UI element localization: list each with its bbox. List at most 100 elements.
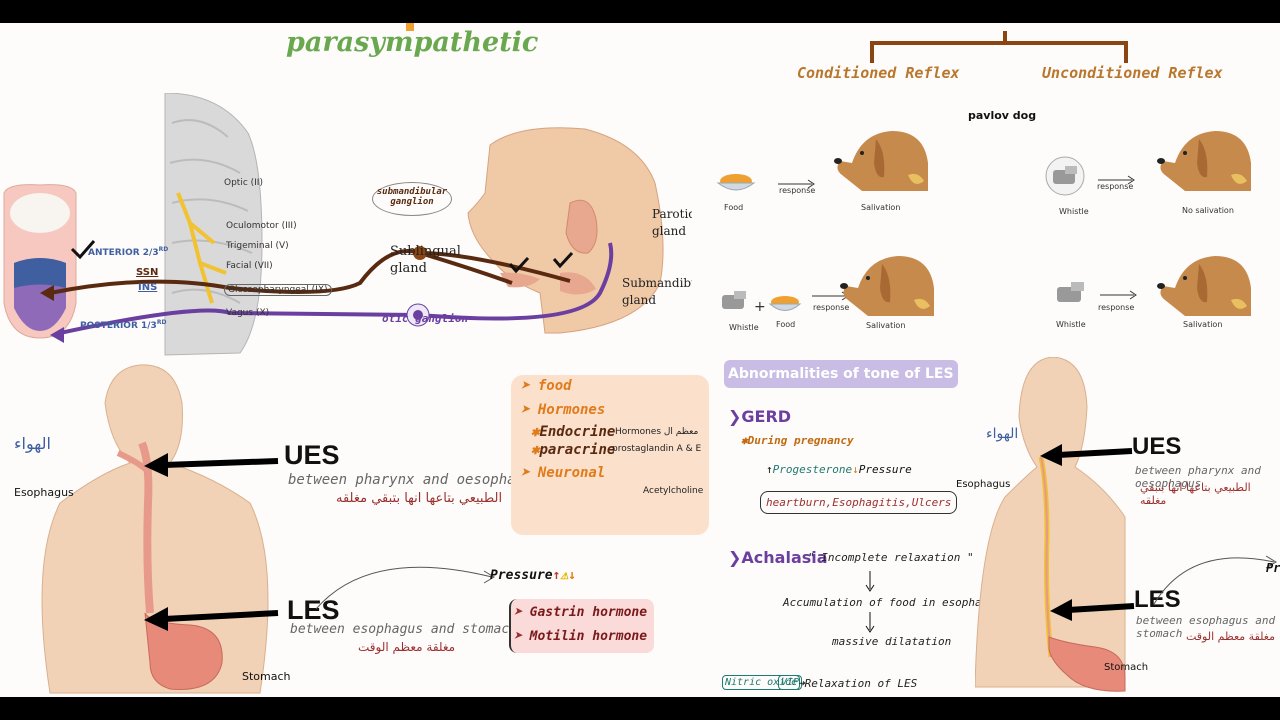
asterisk-icon: ✱ <box>531 442 540 458</box>
control-neuronal-text: Neuronal <box>537 465 606 481</box>
gerd-text: GERD <box>741 407 792 426</box>
esophagus-label-right: Esophagus <box>956 479 1011 490</box>
nerve-vagus: Vagus (X) <box>226 308 270 318</box>
sublingual-gland-label: Sublingual gland <box>390 244 461 276</box>
dilatation-text: massive dilatation <box>832 635 952 648</box>
gastrin-hormone: ➤ Gastrin hormone <box>514 605 647 620</box>
nerve-trigeminal: Trigeminal (V) <box>226 241 289 251</box>
anterior-label: ANTERIOR 2/3RD <box>88 246 168 258</box>
title-marker <box>406 23 414 31</box>
control-paracrine: ✱paracrine <box>531 442 615 458</box>
arrow-right-icon: ➜ <box>798 677 805 690</box>
les-description-right: between esophagus and stomach <box>1136 614 1276 640</box>
nerve-optic: Optic (II) <box>224 178 263 188</box>
whistle-icon <box>1043 156 1087 200</box>
control-box <box>511 375 709 535</box>
control-food-text: food <box>537 378 572 394</box>
control-paracrine-note: prostaglandin A & E <box>612 444 702 454</box>
response-label-3: response <box>813 303 850 312</box>
check-icon <box>552 251 574 269</box>
dog-head-icon <box>1155 123 1255 197</box>
ssn-label: SSN <box>136 267 159 278</box>
submandibular-ganglion-label: submandibular ganglion <box>372 182 452 216</box>
whistle-icon <box>1055 279 1089 309</box>
food-label-2: Food <box>776 320 796 329</box>
posterior-text: POSTERIOR 1/3 <box>80 321 157 331</box>
food-bowl-icon <box>768 295 802 319</box>
les-arabic-left: مغلقة معظم الوقت <box>358 640 456 654</box>
nerve-oculomotor: Oculomotor (III) <box>226 221 297 231</box>
nitric-oxide-box: Nitric oxide <box>722 675 801 690</box>
ues-arabic-right: الطبيعي بتاعها انها بتبقي مغلقه <box>1140 481 1251 507</box>
whistle-label-2: Whistle <box>729 323 759 332</box>
arrow-icon <box>778 179 815 189</box>
pressure-curve-arrow <box>315 566 495 610</box>
food-label-1: Food <box>724 203 744 212</box>
control-hormones: ➤ Hormones <box>521 402 605 418</box>
dog-head-icon <box>832 123 932 197</box>
arrow-down-icon: ↓ <box>852 463 859 476</box>
chevron-right-icon: ➤ <box>514 629 530 644</box>
les-pointer-arrow <box>144 607 279 631</box>
check-icon <box>70 240 96 259</box>
relaxation-label: Relaxation of LES <box>804 677 918 690</box>
abnormalities-title: Abnormalities of tone of LES <box>724 360 958 388</box>
arrow-down-icon <box>865 571 875 592</box>
control-food: ➤ food <box>521 378 572 394</box>
dog-head-icon <box>838 248 938 322</box>
salivation-label-3: Salivation <box>1183 320 1223 329</box>
lecture-canvas: parasympathetic Conditioned Reflex Uncon… <box>0 23 1280 697</box>
response-label-2: response <box>1097 182 1134 191</box>
control-neuronal: ➤ Neuronal <box>521 465 605 481</box>
check-icon <box>508 256 530 274</box>
gastrin-text: Gastrin hormone <box>529 605 648 620</box>
asterisk-icon: ✱ <box>741 434 748 447</box>
response-label-1: response <box>779 186 816 195</box>
control-endocrine: ✱Endocrine <box>531 424 615 440</box>
vip-box: VIP <box>778 675 803 690</box>
ues-pointer-arrow <box>144 453 279 477</box>
arrow-up-icon: ↑ <box>766 463 773 476</box>
accumulation-text: Accumulation of food in esophagus <box>783 596 1002 609</box>
progesterone-text: Progesterone <box>772 463 853 476</box>
pressure-label: Pressure↑⚠↓ <box>490 568 576 583</box>
achalasia-heading: ❯Achalasia <box>728 548 828 567</box>
submandibular-gland-label: Submandibular gland <box>622 276 692 307</box>
arrow-down-icon <box>865 612 875 633</box>
air-label-left: الهواء <box>14 434 51 453</box>
conditioned-reflex-heading: Conditioned Reflex <box>797 64 960 82</box>
les-arabic-right: مغلقة معظم الوقت <box>1186 630 1275 643</box>
chevron-right-icon: ➤ <box>514 605 530 620</box>
control-paracrine-text: paracrine <box>539 442 616 458</box>
pressure-text-gerd: Pressure <box>858 463 912 476</box>
control-neuronal-note: Acetylcholine <box>643 486 704 496</box>
motilin-hormone: ➤ Motilin hormone <box>514 629 647 644</box>
ues-arabic-left: الطبيعي بتاعها انها بتبقي مغلقه <box>336 491 503 506</box>
posterior-sup: RD <box>156 319 167 326</box>
esophagus-label-left: Esophagus <box>14 486 74 499</box>
arrow-icon <box>1098 175 1135 185</box>
achalasia-quote: " Incomplete relaxation " <box>808 551 974 564</box>
body-illustration-right <box>975 357 1126 692</box>
whistle-label-1: Whistle <box>1059 207 1089 216</box>
salivation-label-2: Salivation <box>866 321 906 330</box>
asterisk-icon: ✱ <box>531 424 540 440</box>
anterior-sup: RD <box>158 246 169 253</box>
whistle-icon <box>720 289 750 315</box>
arrow-icon <box>40 285 54 301</box>
arrow-down-icon: ↓ <box>568 568 577 583</box>
air-label-right: الهواء <box>986 426 1019 442</box>
ues-description-right: between pharynx and oesophagus <box>1135 464 1261 490</box>
ues-label-left: UES <box>284 440 340 470</box>
chevron-right-icon: ❯ <box>728 407 742 426</box>
pregnancy-text: During pregnancy <box>747 434 854 447</box>
nerve-facial: Facial (VII) <box>226 261 273 271</box>
chevron-right-icon: ➤ <box>521 402 538 418</box>
nerve-glossopharyngeal: Glossopharyngeal (IX) <box>224 284 332 296</box>
anterior-text: ANTERIOR 2/3 <box>88 248 159 258</box>
dog-head-icon <box>1155 248 1255 322</box>
body-illustration-left <box>41 364 269 694</box>
parotid-gland-label: Parotid gland <box>652 207 692 238</box>
whistle-label-3: Whistle <box>1056 320 1086 329</box>
progesterone-item: ↑Progesterone↓Pressure <box>766 463 912 476</box>
